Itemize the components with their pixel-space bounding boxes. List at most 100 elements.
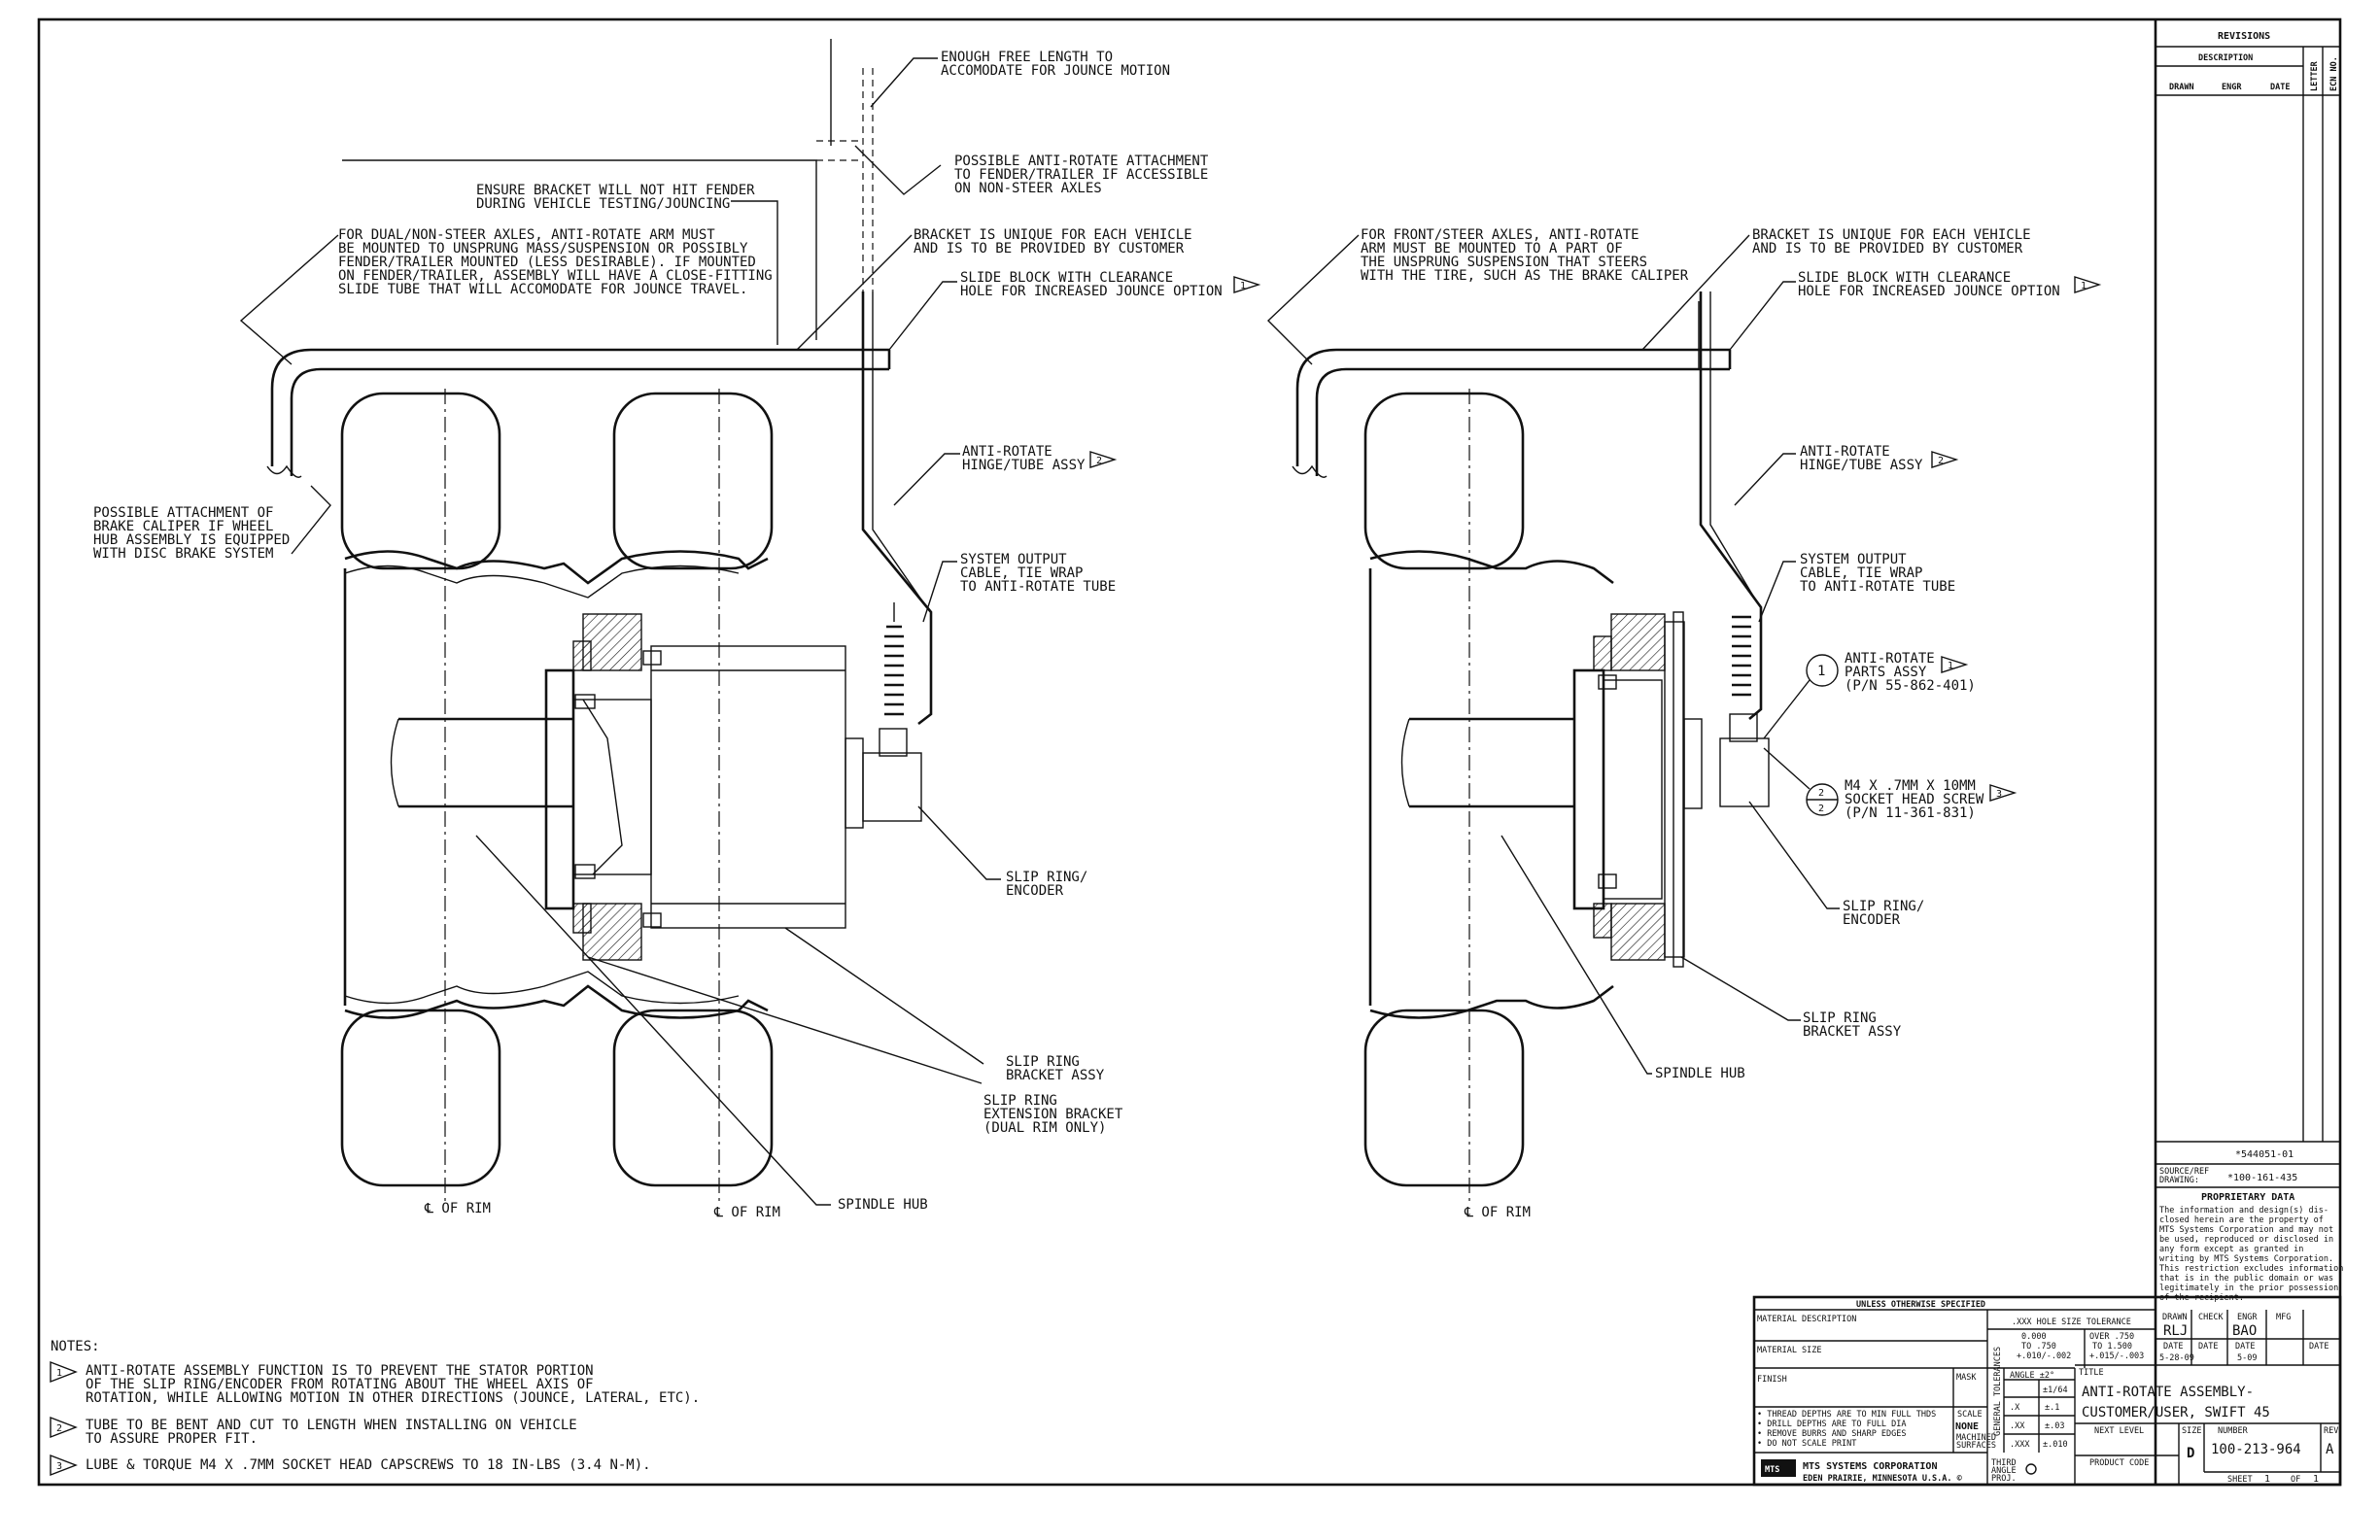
tire-bottom-right: [612, 1009, 774, 1187]
svg-text:*100-161-435: *100-161-435: [2227, 1173, 2297, 1183]
svg-text:LUBE & TORQUE M4 X .7MM SOCKET: LUBE & TORQUE M4 X .7MM SOCKET HEAD CAPS…: [86, 1457, 651, 1473]
svg-text:The information and design(s): The information and design(s) dis-: [2159, 1206, 2328, 1215]
svg-text:SHEET: SHEET: [2227, 1475, 2253, 1485]
svg-text:ROTATION, WHILE ALLOWING MOTIO: ROTATION, WHILE ALLOWING MOTION IN OTHER…: [86, 1390, 700, 1406]
svg-text:ANTI-ROTATE: ANTI-ROTATE: [1845, 651, 1935, 667]
svg-text:(P/N 55-862-401): (P/N 55-862-401): [1845, 678, 1976, 694]
svg-text:3: 3: [56, 1461, 62, 1472]
svg-text:ANGLE: ANGLE: [1991, 1466, 2017, 1476]
svg-text:MACHINED: MACHINED: [1956, 1433, 1996, 1443]
svg-text:ANGLE ±2°: ANGLE ±2°: [2010, 1371, 2054, 1381]
svg-text:0.000: 0.000: [2021, 1332, 2047, 1342]
svg-text:OF: OF: [2291, 1475, 2300, 1485]
svg-text:• DRILL DEPTHS ARE TO FULL DIA: • DRILL DEPTHS ARE TO FULL DIA: [1757, 1420, 1907, 1429]
svg-text:BRACKET ASSY: BRACKET ASSY: [1006, 1068, 1105, 1083]
svg-text:BE MOUNTED TO UNSPRUNG MASS/SU: BE MOUNTED TO UNSPRUNG MASS/SUSPENSION O…: [338, 241, 748, 257]
svg-text:ENOUGH FREE LENGTH TO: ENOUGH FREE LENGTH TO: [941, 50, 1113, 65]
svg-text:SLIDE BLOCK WITH CLEARANCE: SLIDE BLOCK WITH CLEARANCE: [960, 270, 1173, 286]
svg-text:1: 1: [1817, 664, 1825, 679]
svg-text:WITH DISC BRAKE SYSTEM: WITH DISC BRAKE SYSTEM: [93, 546, 273, 562]
label-ensure-bracket: ENSURE BRACKET WILL NOT HIT FENDER DURIN…: [476, 183, 778, 345]
svg-text:OF THE SLIP RING/ENCODER FROM: OF THE SLIP RING/ENCODER FROM ROTATING A…: [86, 1377, 594, 1392]
svg-text:.XXX HOLE SIZE TOLERANCE: .XXX HOLE SIZE TOLERANCE: [2012, 1318, 2131, 1327]
right-view: FOR FRONT/STEER AXLES, ANTI-ROTATE ARM M…: [1266, 227, 2102, 1220]
svg-text:SLIP RING: SLIP RING: [983, 1093, 1057, 1109]
slide-tube-dashed: [862, 68, 874, 291]
svg-text:ENCODER: ENCODER: [1843, 912, 1901, 928]
label-slide-block: SLIDE BLOCK WITH CLEARANCE HOLE FOR INCR…: [1729, 270, 2102, 351]
svg-text:REV: REV: [2324, 1426, 2338, 1436]
svg-text:ENCODER: ENCODER: [1006, 883, 1064, 899]
svg-text:SYSTEM OUTPUT: SYSTEM OUTPUT: [1800, 552, 1907, 567]
svg-text:2: 2: [1818, 804, 1824, 814]
notes: NOTES: 1 ANTI-ROTATE ASSEMBLY FUNCTION I…: [50, 1339, 700, 1477]
svg-text:DATE: DATE: [2270, 83, 2290, 92]
svg-text:ANTI-ROTATE ASSEMBLY-: ANTI-ROTATE ASSEMBLY-: [2082, 1385, 2254, 1400]
svg-text:2: 2: [1818, 788, 1824, 799]
svg-text:SLIP RING: SLIP RING: [1803, 1010, 1877, 1026]
svg-text:5-28-09: 5-28-09: [2159, 1353, 2194, 1363]
tire-top-right: [612, 392, 774, 570]
svg-text:CUSTOMER/USER, SWIFT 45: CUSTOMER/USER, SWIFT 45: [2082, 1405, 2270, 1420]
svg-text:DATE: DATE: [2309, 1342, 2328, 1352]
svg-text:SLIP RING/: SLIP RING/: [1843, 899, 1924, 914]
svg-text:SLIDE BLOCK WITH CLEARANCE: SLIDE BLOCK WITH CLEARANCE: [1798, 270, 2011, 286]
svg-text:TO ANTI-ROTATE TUBE: TO ANTI-ROTATE TUBE: [960, 579, 1116, 595]
svg-text:D: D: [2187, 1446, 2194, 1461]
svg-text:1: 1: [1948, 661, 1953, 671]
svg-text:ACCOMODATE FOR JOUNCE MOTION: ACCOMODATE FOR JOUNCE MOTION: [941, 63, 1170, 79]
svg-text:OVER .750: OVER .750: [2089, 1332, 2134, 1342]
bracket-arm: [270, 348, 889, 466]
svg-text:HINGE/TUBE ASSY: HINGE/TUBE ASSY: [1800, 458, 1923, 473]
connector: [1719, 737, 1770, 807]
svg-text:DRAWN: DRAWN: [2169, 83, 2194, 92]
svg-text:DATE: DATE: [2198, 1342, 2218, 1352]
slip-ring-encoder: [650, 645, 846, 929]
svg-text:1: 1: [1240, 281, 1246, 291]
tire-top: [1363, 392, 1525, 570]
svg-text:*544051-01: *544051-01: [2235, 1149, 2294, 1160]
label-rim-left: ℄ OF RIM: [424, 1201, 491, 1216]
svg-text:EDEN PRAIRIE, MINNESOTA U.S.A.: EDEN PRAIRIE, MINNESOTA U.S.A. ©: [1803, 1474, 1963, 1484]
svg-text:PRODUCT CODE: PRODUCT CODE: [2089, 1458, 2149, 1468]
svg-text:BRACKET ASSY: BRACKET ASSY: [1803, 1024, 1902, 1040]
label-spindle-hub-right: SPINDLE HUB: [1655, 1066, 1745, 1081]
svg-text:.X: .X: [2010, 1403, 2020, 1413]
svg-text:NEXT LEVEL: NEXT LEVEL: [2094, 1426, 2144, 1436]
svg-text:FOR FRONT/STEER AXLES, ANTI-RO: FOR FRONT/STEER AXLES, ANTI-ROTATE: [1361, 227, 1639, 243]
svg-text:HOLE FOR INCREASED JOUNCE OPTI: HOLE FOR INCREASED JOUNCE OPTION: [960, 284, 1223, 299]
svg-text:DRAWING:: DRAWING:: [2159, 1176, 2199, 1185]
svg-text:(P/N 11-361-831): (P/N 11-361-831): [1845, 805, 1976, 821]
svg-text:BRAKE CALIPER IF WHEEL: BRAKE CALIPER IF WHEEL: [93, 519, 273, 534]
svg-text:±.03: ±.03: [2045, 1421, 2064, 1431]
svg-text:CABLE, TIE WRAP: CABLE, TIE WRAP: [1800, 565, 1922, 581]
svg-text:EXTENSION BRACKET: EXTENSION BRACKET: [983, 1107, 1123, 1122]
svg-text:HOLE FOR INCREASED JOUNCE OPTI: HOLE FOR INCREASED JOUNCE OPTION: [1798, 284, 2060, 299]
anti-rotate-tube: [1699, 291, 1763, 720]
svg-text:NUMBER: NUMBER: [2218, 1426, 2249, 1436]
balloon-1: [1806, 654, 1839, 687]
label-free-length: ENOUGH FREE LENGTH TO ACCOMODATE FOR JOU…: [870, 50, 1170, 108]
svg-text:100-213-964: 100-213-964: [2211, 1442, 2301, 1457]
svg-text:HUB ASSEMBLY IS EQUIPPED: HUB ASSEMBLY IS EQUIPPED: [93, 532, 290, 548]
mts-logo: [1761, 1459, 1796, 1477]
svg-text:MTS: MTS: [1765, 1465, 1779, 1475]
svg-text:RLJ: RLJ: [2163, 1323, 2188, 1339]
svg-text:ANTI-ROTATE: ANTI-ROTATE: [962, 444, 1052, 460]
svg-text:HINGE/TUBE ASSY: HINGE/TUBE ASSY: [962, 458, 1086, 473]
svg-text:DATE: DATE: [2163, 1342, 2183, 1352]
svg-text:TO ANTI-ROTATE TUBE: TO ANTI-ROTATE TUBE: [1800, 579, 1955, 595]
svg-text:2: 2: [1938, 456, 1944, 466]
svg-text:+.015/-.003: +.015/-.003: [2089, 1352, 2144, 1361]
left-view: ENOUGH FREE LENGTH TO ACCOMODATE FOR JOU…: [93, 39, 1261, 1220]
rim-profile-bottom: [344, 984, 769, 1019]
label-slip-ring-encoder: SLIP RING/ ENCODER: [1748, 801, 1924, 928]
svg-text:NONE: NONE: [1955, 1421, 1979, 1432]
label-dual-axles: FOR DUAL/NON-STEER AXLES, ANTI-ROTATE AR…: [239, 227, 773, 365]
svg-text:MATERIAL DESCRIPTION: MATERIAL DESCRIPTION: [1757, 1315, 1856, 1324]
svg-text:PROJ.: PROJ.: [1991, 1474, 2017, 1484]
svg-text:MFG: MFG: [2276, 1313, 2291, 1322]
svg-text:±.010: ±.010: [2043, 1440, 2068, 1450]
svg-text:DRAWN: DRAWN: [2162, 1313, 2188, 1322]
flange-bottom: [1610, 903, 1666, 961]
